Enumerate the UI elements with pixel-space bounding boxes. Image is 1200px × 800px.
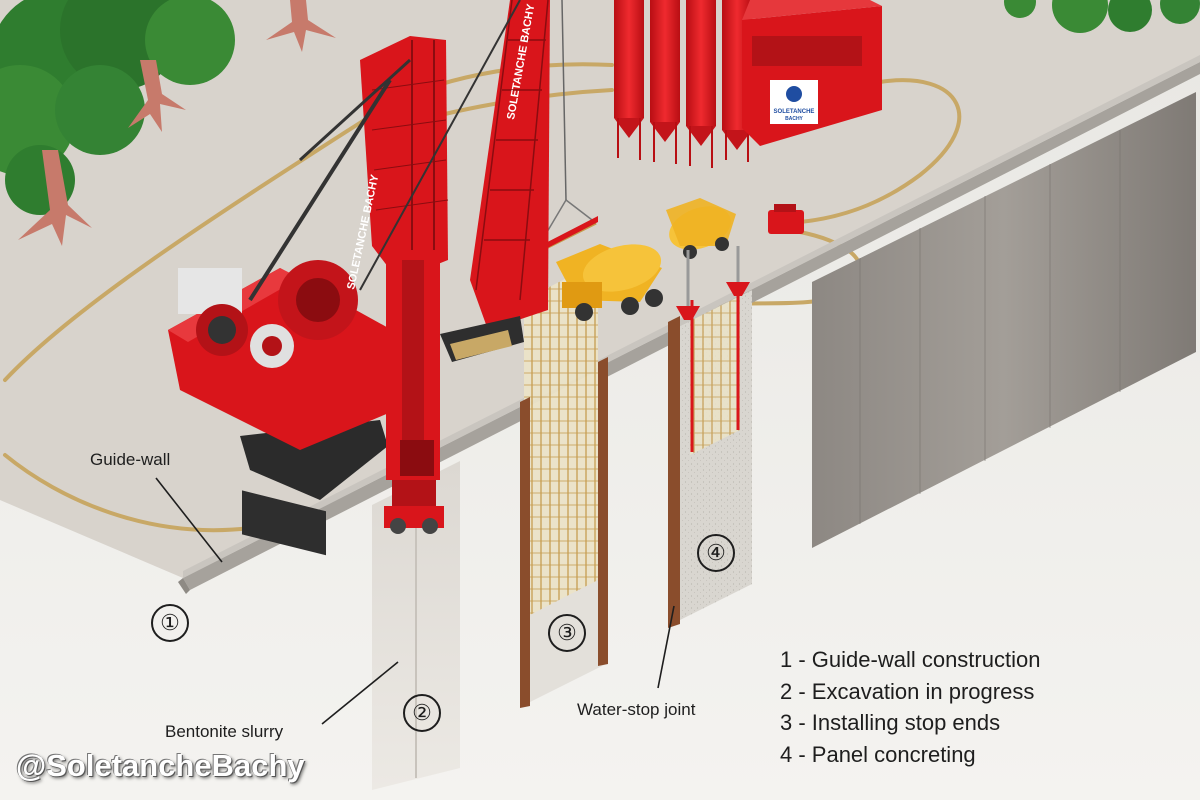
bentonite-silos bbox=[614, 0, 752, 168]
legend-item: 2 - Excavation in progress bbox=[780, 678, 1035, 704]
crane-rig: SOLETANCHE BACHY bbox=[168, 36, 449, 556]
step-marker-3: ③ bbox=[548, 614, 586, 652]
water-stop-joint-leader bbox=[657, 605, 675, 689]
trees bbox=[0, 0, 1200, 246]
plant-brand-text: SOLETANCHE bbox=[774, 109, 815, 115]
bentonite-slurry-label: Bentonite slurry bbox=[165, 722, 284, 741]
watermark: @SoletancheBachy bbox=[16, 748, 305, 783]
treatment-plant: SOLETANCHE BACHY bbox=[742, 0, 882, 146]
plant-brand-subtext: BACHY bbox=[785, 116, 803, 122]
stop-end-panel bbox=[520, 0, 608, 708]
service-crane: SOLETANCHE BACHY bbox=[359, 0, 550, 362]
concrete-mixer-truck bbox=[556, 244, 663, 321]
legend: 1 - Guide-wall construction 2 - Excavati… bbox=[780, 644, 1040, 770]
tremie-hoppers bbox=[676, 246, 750, 320]
concrete-mixer-truck-2 bbox=[666, 198, 736, 259]
step-marker-2: ② bbox=[403, 694, 441, 732]
guide-wall-leader bbox=[155, 477, 223, 563]
bentonite-slurry-leader bbox=[321, 661, 399, 725]
slurry-pump bbox=[768, 204, 804, 234]
concreting-panel bbox=[668, 278, 752, 628]
legend-item: 1 - Guide-wall construction bbox=[780, 647, 1041, 672]
guide-wall-label: Guide-wall bbox=[90, 450, 171, 469]
legend-item: 4 - Panel concreting bbox=[780, 741, 976, 767]
water-stop-joint-label: Water-stop joint bbox=[577, 700, 696, 719]
existing-diaphragm-wall bbox=[812, 92, 1196, 548]
legend-item: 3 - Installing stop ends bbox=[780, 710, 1001, 735]
step-marker-4: ④ bbox=[697, 534, 735, 572]
step-marker-1: ① bbox=[151, 604, 189, 642]
